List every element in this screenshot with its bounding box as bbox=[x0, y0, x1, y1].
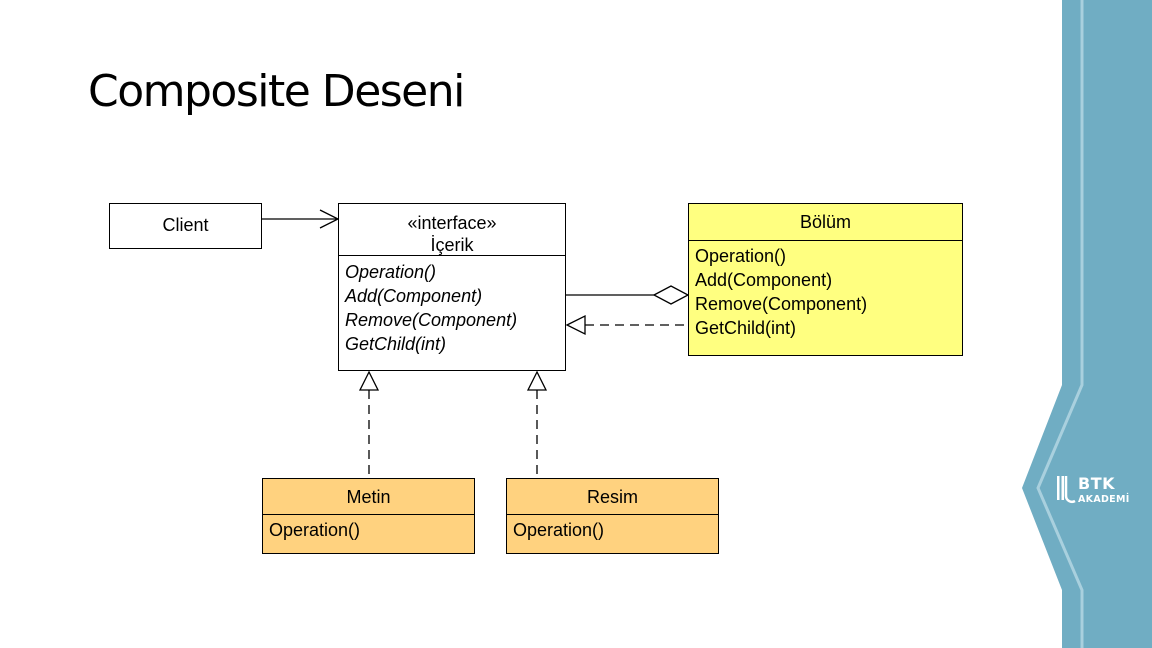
leaf-class-box-resim: Resim Operation() bbox=[506, 478, 719, 554]
leaf-method: Operation() bbox=[513, 520, 605, 540]
component-method: Add(Component) bbox=[345, 286, 483, 306]
btk-logo-text: BTK bbox=[1078, 474, 1116, 493]
component-interface-box: «interface» İçerik Operation() Add(Compo… bbox=[338, 203, 566, 371]
composite-class-box: Bölüm Operation() Add(Component) Remove(… bbox=[688, 203, 963, 356]
composite-methods: Operation() Add(Component) Remove(Compon… bbox=[689, 240, 962, 343]
composite-method: Add(Component) bbox=[695, 270, 833, 290]
realization-arrowhead-leaf2 bbox=[526, 370, 548, 391]
component-header: «interface» İçerik bbox=[339, 204, 565, 255]
leaf-methods: Operation() bbox=[507, 514, 718, 545]
client-class-box: Client bbox=[109, 203, 262, 249]
realization-arrowhead-composite bbox=[565, 314, 586, 336]
aggregation-diamond bbox=[652, 285, 690, 305]
component-method: Remove(Component) bbox=[345, 310, 518, 330]
btk-logo-subtext: AKADEMİ bbox=[1078, 494, 1130, 505]
composite-method: GetChild(int) bbox=[695, 318, 797, 338]
btk-logo-mark-icon bbox=[1057, 476, 1076, 504]
composite-method: Remove(Component) bbox=[695, 294, 868, 314]
composite-class-name: Bölüm bbox=[799, 212, 852, 232]
btk-akademi-logo: BTK AKADEMİ bbox=[1055, 474, 1145, 508]
leaf-class-box-metin: Metin Operation() bbox=[262, 478, 475, 554]
component-stereotype: «interface» bbox=[407, 213, 497, 233]
realization-arrowhead-leaf1 bbox=[358, 370, 380, 391]
slide-title: Composite Deseni bbox=[88, 66, 465, 117]
client-class-name: Client bbox=[162, 215, 209, 235]
leaf-class-name: Metin bbox=[346, 487, 391, 507]
component-method: Operation() bbox=[345, 262, 437, 282]
leaf-method: Operation() bbox=[269, 520, 361, 540]
component-class-name: İçerik bbox=[430, 235, 474, 255]
leaf-methods: Operation() bbox=[263, 514, 474, 545]
component-method: GetChild(int) bbox=[345, 334, 447, 354]
composite-method: Operation() bbox=[695, 246, 787, 266]
component-methods: Operation() Add(Component) Remove(Compon… bbox=[339, 255, 565, 359]
leaf-class-name: Resim bbox=[586, 487, 638, 507]
